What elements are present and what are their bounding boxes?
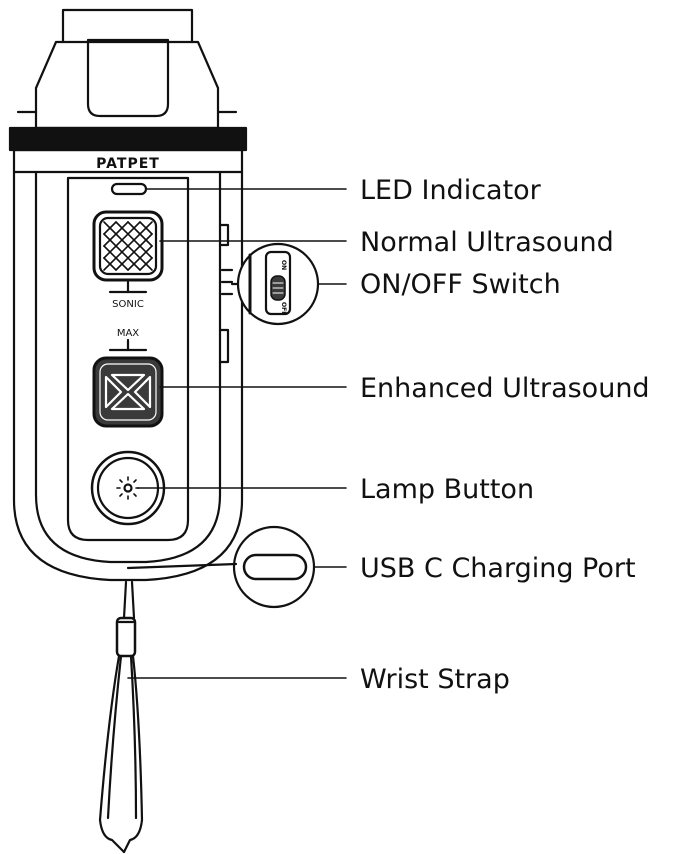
switch-on-label: ON: [280, 260, 287, 270]
callout-led-indicator: LED Indicator: [360, 175, 542, 206]
callout-enhanced-ultrasound: Enhanced Ultrasound: [360, 373, 650, 404]
normal-ultrasound-button[interactable]: [92, 210, 164, 294]
usb-c-magnifier: [126, 525, 316, 609]
max-label: MAX: [117, 328, 139, 339]
brand-logo: PATPET: [96, 156, 160, 172]
switch-magnifier: [230, 242, 320, 326]
leader-lines: [127, 188, 347, 679]
sonic-label: SONIC: [112, 299, 144, 310]
switch-off-label: OFF: [280, 302, 287, 315]
max-marker: [108, 338, 148, 352]
callout-usb-c-port: USB C Charging Port: [360, 553, 636, 584]
device-body: [12, 170, 244, 582]
usb-c-port: [242, 553, 308, 581]
enhanced-ultrasound-button[interactable]: [92, 356, 164, 428]
top-cap: [16, 8, 238, 130]
callout-lamp-button: Lamp Button: [360, 474, 534, 505]
callout-wrist-strap: Wrist Strap: [360, 664, 510, 695]
led-indicator: [110, 182, 148, 196]
wrist-strap: [98, 580, 144, 854]
callout-normal-ultrasound: Normal Ultrasound: [360, 227, 614, 258]
callout-on-off-switch: ON/OFF Switch: [360, 269, 561, 300]
